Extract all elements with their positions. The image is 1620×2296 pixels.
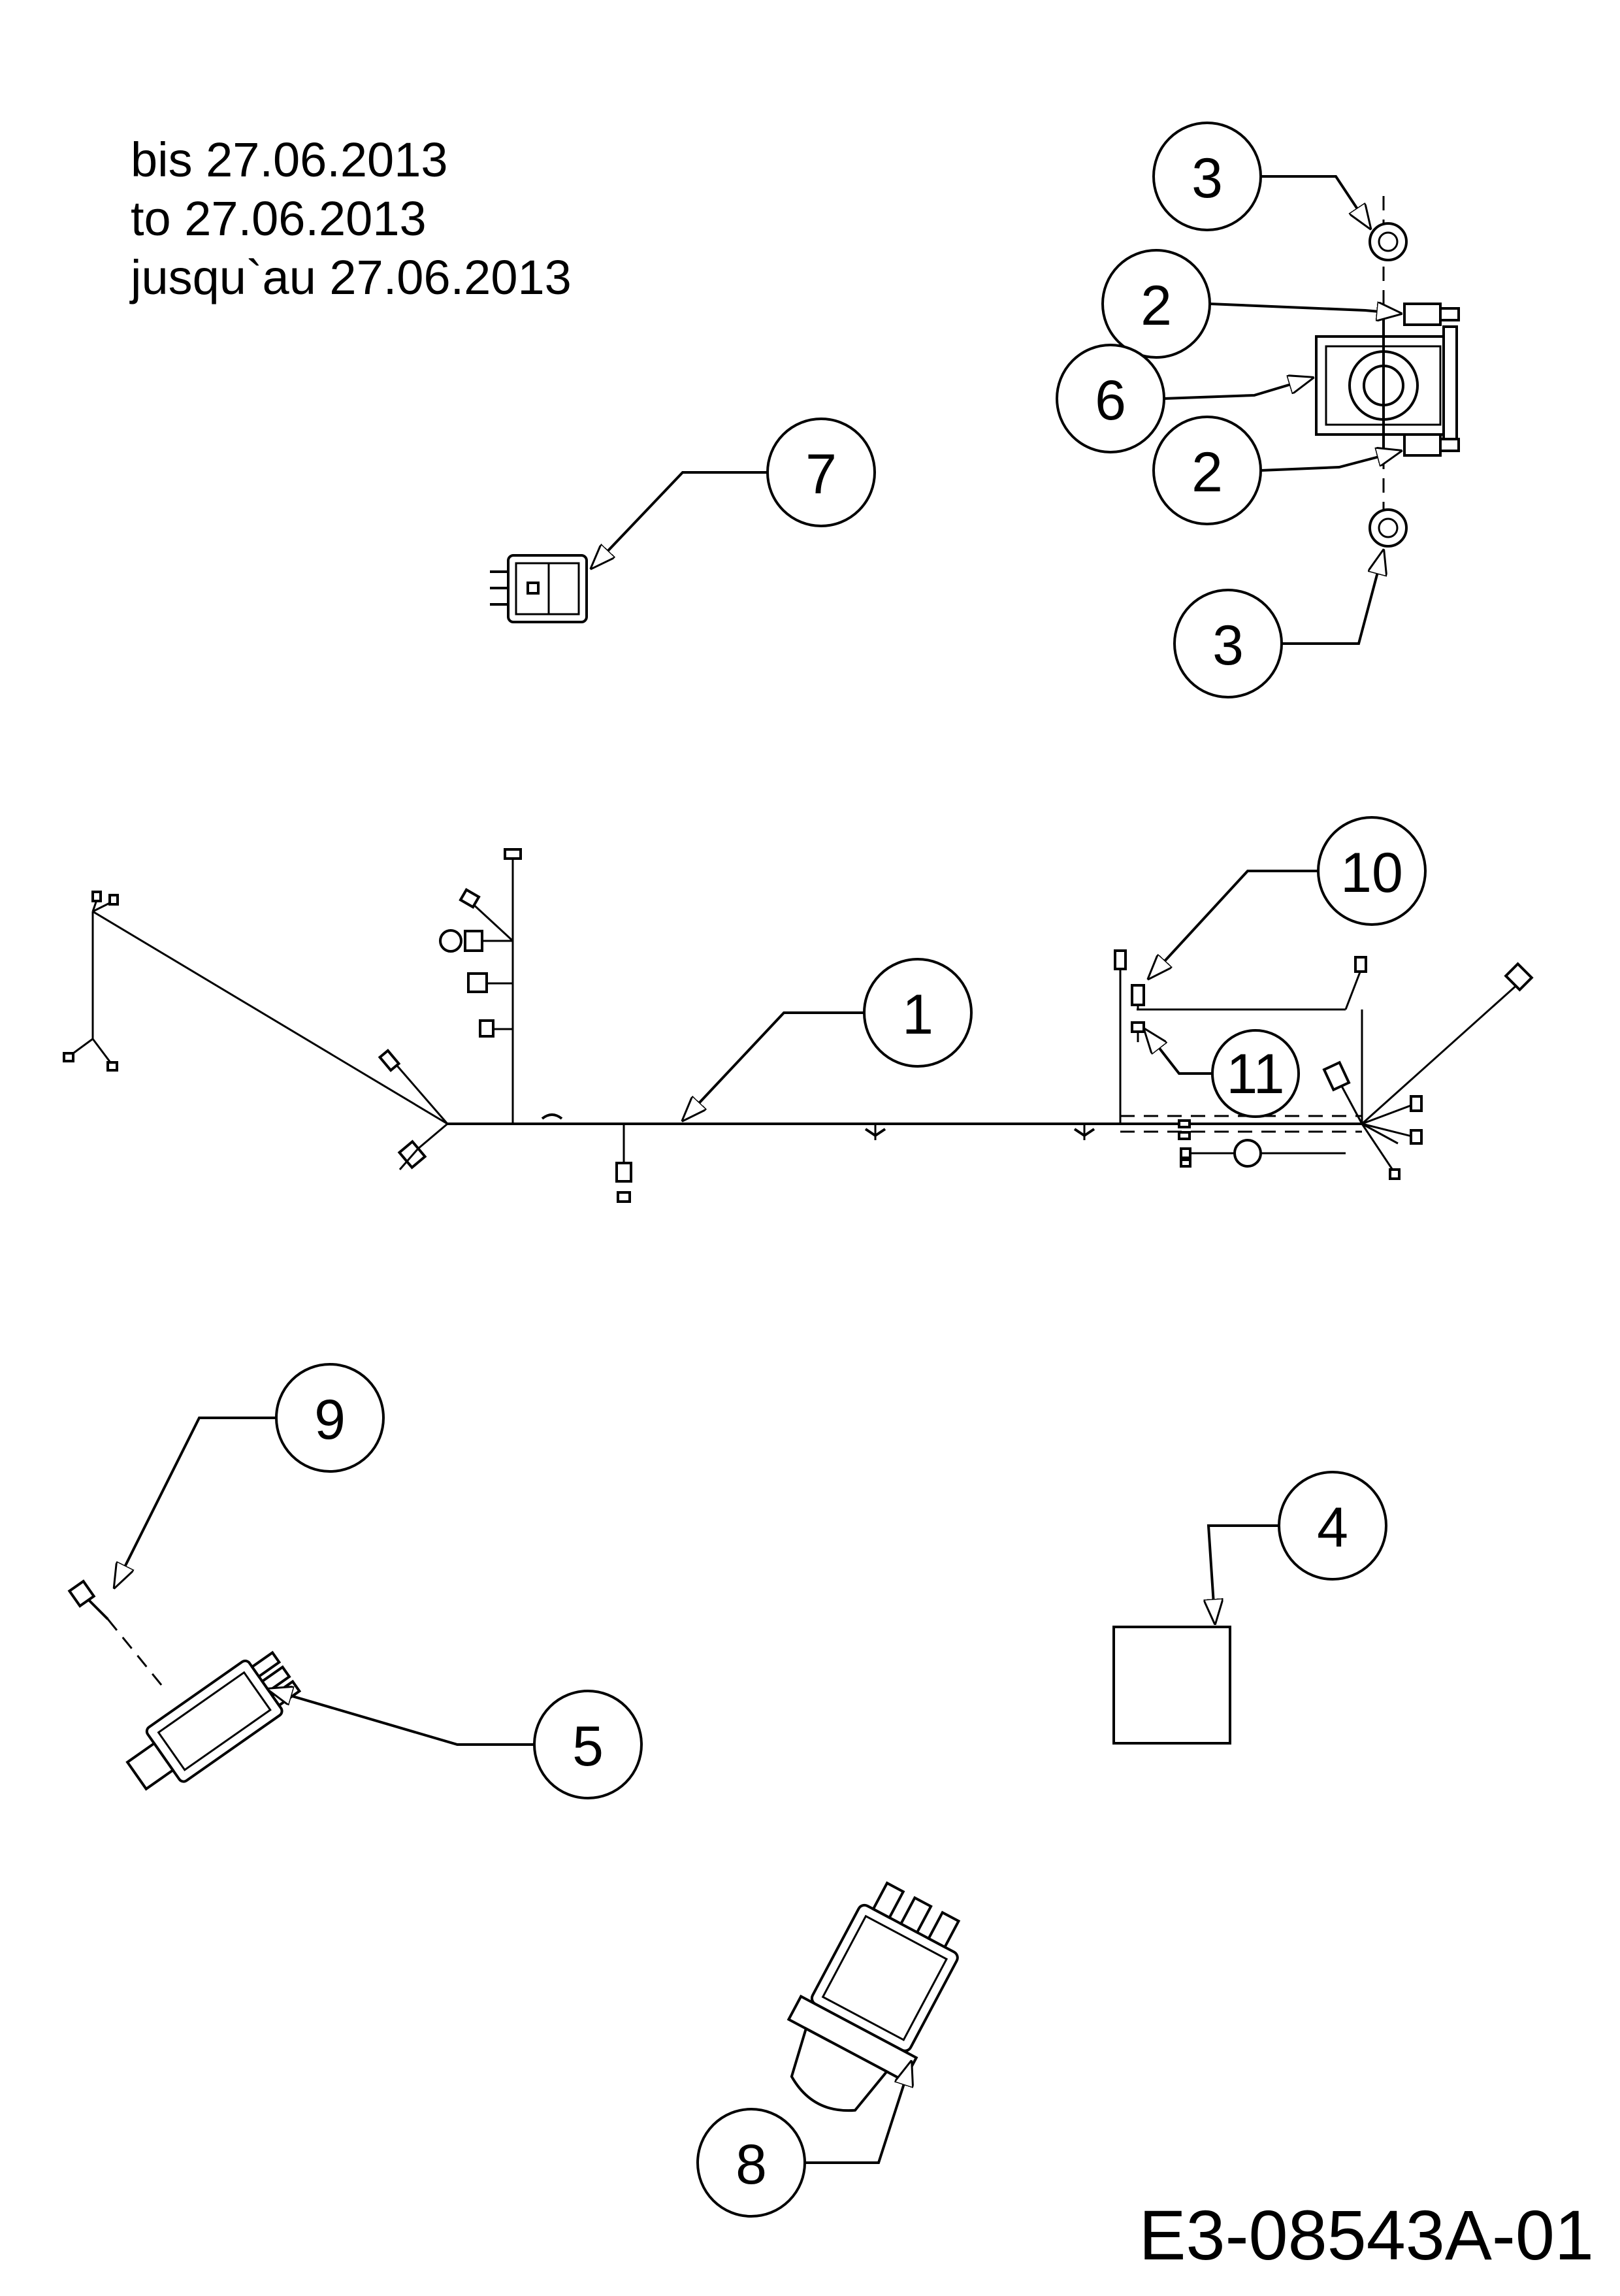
part-plunger-switch xyxy=(125,1650,302,1791)
callout-3-upper-label: 3 xyxy=(1191,147,1223,210)
callout-5-label: 5 xyxy=(572,1715,604,1778)
callout-9-label: 9 xyxy=(314,1388,346,1451)
callout-2-upper: 2 xyxy=(1101,249,1401,359)
part-bolt-lower xyxy=(1403,433,1460,457)
callout-1: 1 xyxy=(683,958,973,1121)
callout-4: 4 xyxy=(1208,1471,1387,1624)
callout-3-upper: 3 xyxy=(1152,122,1370,230)
callout-11-label: 11 xyxy=(1226,1043,1284,1106)
callout-11: 11 xyxy=(1144,1029,1300,1118)
validity-de: bis 27.06.2013 xyxy=(131,133,448,187)
callout-8-label: 8 xyxy=(736,2133,767,2196)
part-switch-screw xyxy=(67,1579,163,1686)
part-wiring-harness xyxy=(63,848,1534,1203)
callout-5: 5 xyxy=(268,1689,643,1799)
part-nut-upper xyxy=(1369,222,1408,261)
callout-1-label: 1 xyxy=(902,983,933,1046)
callout-7-label: 7 xyxy=(805,443,837,506)
callout-7: 7 xyxy=(591,418,876,568)
part-fuse-holder xyxy=(1131,984,1145,1009)
callout-4-label: 4 xyxy=(1317,1496,1348,1559)
callout-3-lower-label: 3 xyxy=(1212,614,1244,677)
part-ignition-key-switch xyxy=(786,1881,961,2112)
part-wire-lead xyxy=(1131,1021,1145,1042)
part-nut-lower xyxy=(1369,508,1408,548)
validity-fr: jusqu`au 27.06.2013 xyxy=(131,250,572,304)
callout-2-upper-label: 2 xyxy=(1141,274,1172,337)
drawing-code: E3-08543A-01 xyxy=(1139,2195,1594,2274)
part-bolt-upper xyxy=(1403,303,1460,326)
callout-2-lower-label: 2 xyxy=(1191,441,1223,504)
validity-en: to 27.06.2013 xyxy=(131,191,427,246)
callout-10-label: 10 xyxy=(1340,842,1403,904)
callout-6-label: 6 xyxy=(1095,369,1126,432)
validity-note: bis 27.06.2013 to 27.06.2013 jusqu`au 27… xyxy=(131,131,572,307)
callout-3-lower: 3 xyxy=(1173,550,1384,698)
callout-9: 9 xyxy=(114,1363,385,1588)
callout-8: 8 xyxy=(696,2061,911,2218)
callout-2-lower: 2 xyxy=(1152,416,1401,525)
part-module-connector xyxy=(490,554,588,623)
callout-6: 6 xyxy=(1056,344,1313,453)
part-blank-label xyxy=(1112,1626,1231,1745)
callout-10: 10 xyxy=(1148,816,1427,979)
